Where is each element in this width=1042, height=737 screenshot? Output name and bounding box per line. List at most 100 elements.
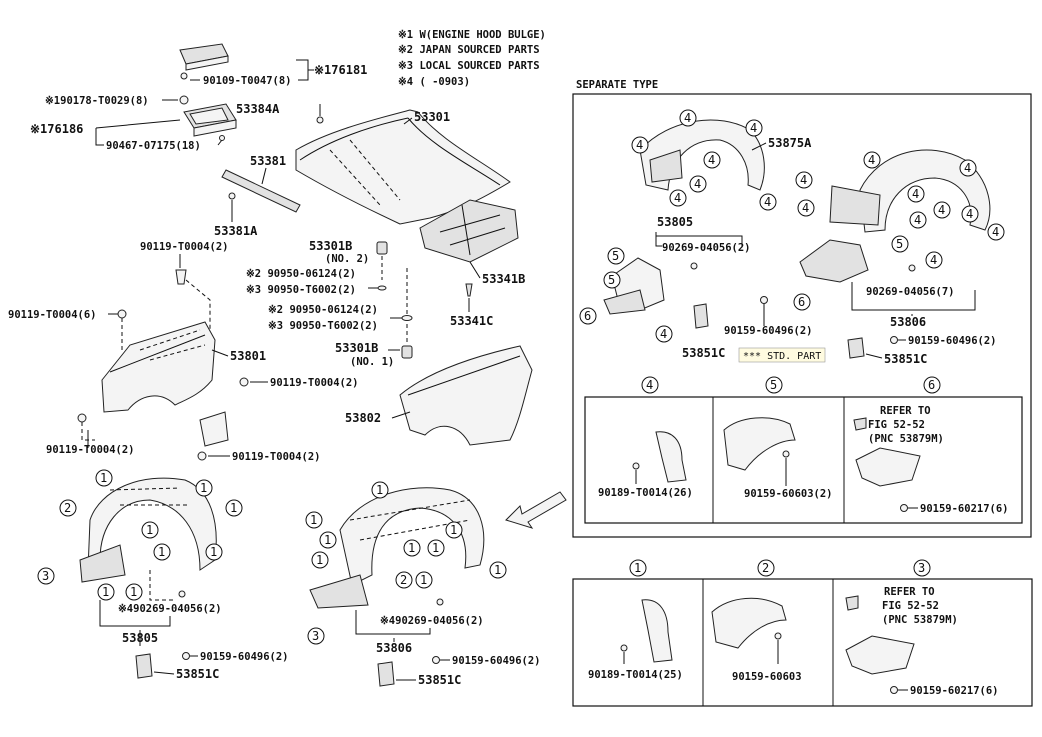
- callout-1: 1: [146, 523, 153, 537]
- detail-1-part: [641, 599, 673, 663]
- callout-3-heading: 3: [918, 561, 925, 575]
- label-53851C-c: 53851C: [682, 346, 725, 360]
- label-90159-d: 90159-60496(2): [908, 335, 997, 347]
- front-fender-53802: [399, 345, 533, 446]
- liner-53806-middle: [309, 487, 485, 609]
- callout-4: 4: [694, 177, 701, 191]
- callout-1: 1: [376, 483, 383, 497]
- fig-2: FIG 52-52: [882, 600, 939, 612]
- callout-4: 4: [708, 153, 715, 167]
- grille-insert-part: [183, 103, 237, 137]
- label-53851C-d: 53851C: [884, 352, 927, 366]
- bracket-53851C-b: [377, 661, 395, 687]
- label-90119-b: 90119-T0004(6): [8, 309, 97, 321]
- label-90950-3b: ※3 90950-T6002(2): [268, 320, 378, 332]
- label-90189-a: 90189-T0014(26): [598, 487, 693, 499]
- hood-insulator: [419, 199, 519, 263]
- pnc-1: (PNC 53879M): [868, 433, 944, 445]
- callout-6: 6: [584, 309, 591, 323]
- cushion-no1: [401, 345, 413, 359]
- detail-5-part: [723, 417, 796, 471]
- callout-4: 4: [802, 201, 809, 215]
- callout-1: 1: [230, 501, 237, 515]
- hood-panel: [295, 109, 511, 225]
- label-53301B-no1-sub: (NO. 1): [350, 356, 394, 368]
- callout-4: 4: [992, 225, 999, 239]
- refer-to-1: REFER TO: [880, 405, 931, 417]
- callout-1: 1: [494, 563, 501, 577]
- label-90159-c: 90159-60496(2): [724, 325, 813, 337]
- callout-1: 1: [324, 533, 331, 547]
- detail-box-456: [584, 396, 1023, 524]
- callout-1: 1: [130, 585, 137, 599]
- label-90159-h: 90159-60217(6): [910, 685, 999, 697]
- detail-2-part: [711, 597, 787, 649]
- label-53381A: 53381A: [214, 224, 258, 238]
- callout-4: 4: [930, 253, 937, 267]
- label-53851C-a: 53851C: [176, 667, 219, 681]
- liner-53805-left: [79, 477, 217, 583]
- callout-6-heading: 6: [928, 378, 935, 392]
- callout-1: 1: [102, 585, 109, 599]
- callout-4: 4: [764, 195, 771, 209]
- callout-5: 5: [612, 249, 619, 263]
- separate-type-box: [572, 93, 1032, 538]
- label-90950-2a: ※2 90950-06124(2): [246, 268, 356, 280]
- hood-bulge-part: [179, 43, 229, 105]
- detail-3-part: [845, 635, 915, 675]
- label-53805-b: 53805: [657, 215, 693, 229]
- front-fender-53801: [101, 321, 229, 447]
- label-53806-a: 53806: [376, 641, 412, 655]
- note-2: ※2 JAPAN SOURCED PARTS: [398, 44, 540, 56]
- callout-4: 4: [938, 203, 945, 217]
- callout-4-heading: 4: [646, 378, 653, 392]
- callout-4: 4: [800, 173, 807, 187]
- label-90159-e: 90159-60603(2): [744, 488, 833, 500]
- callout-4: 4: [636, 138, 643, 152]
- callout-2: 2: [400, 573, 407, 587]
- label-90119-e: 90119-T0004(2): [232, 451, 321, 463]
- label-53875A: 53875A: [768, 136, 812, 150]
- label-53301: 53301: [414, 110, 450, 124]
- callout-1: 1: [316, 553, 323, 567]
- label-90269-a: 90269-04056(2): [662, 242, 751, 254]
- label-53341C: 53341C: [450, 314, 493, 328]
- callout-1: 1: [100, 471, 107, 485]
- callout-1: 1: [408, 541, 415, 555]
- note-3: ※3 LOCAL SOURCED PARTS: [398, 60, 540, 72]
- cushion-no2: [376, 241, 388, 255]
- callout-3: 3: [312, 629, 319, 643]
- hood-seal: [221, 169, 301, 213]
- label-90159-a: 90159-60496(2): [200, 651, 289, 663]
- std-part-label: *** STD. PART: [743, 351, 821, 362]
- callout-1: 1: [158, 545, 165, 559]
- callout-1: 1: [420, 573, 427, 587]
- label-53806-b: 53806: [890, 315, 926, 329]
- label-53384A: 53384A: [236, 102, 280, 116]
- callout-4: 4: [674, 191, 681, 205]
- label-53801: 53801: [230, 349, 266, 363]
- label-90159-f: 90159-60217(6): [920, 503, 1009, 515]
- callout-1: 1: [450, 523, 457, 537]
- label-90119-d: 90119-T0004(2): [46, 444, 135, 456]
- callout-1: 1: [210, 545, 217, 559]
- label-76181: ※176181: [314, 63, 367, 77]
- label-90189-b: 90189-T0014(25): [588, 669, 683, 681]
- callout-1: 1: [432, 541, 439, 555]
- label-90159-g: 90159-60603: [732, 671, 802, 683]
- label-53301B-no2: 53301B: [309, 239, 352, 253]
- label-53802: 53802: [345, 411, 381, 425]
- label-90159-b: 90159-60496(2): [452, 655, 541, 667]
- pointer-arrow: [505, 491, 567, 529]
- callout-5: 5: [896, 237, 903, 251]
- note-4: ※4 ( -0903): [398, 76, 470, 88]
- callout-4: 4: [750, 121, 757, 135]
- callout-1-heading: 1: [634, 561, 641, 575]
- liner-53875A: [639, 119, 765, 191]
- callout-1: 1: [310, 513, 317, 527]
- fig-1: FIG 52-52: [868, 419, 925, 431]
- callout-4: 4: [966, 207, 973, 221]
- liner-53806-separate: [799, 149, 991, 283]
- callout-6: 6: [798, 295, 805, 309]
